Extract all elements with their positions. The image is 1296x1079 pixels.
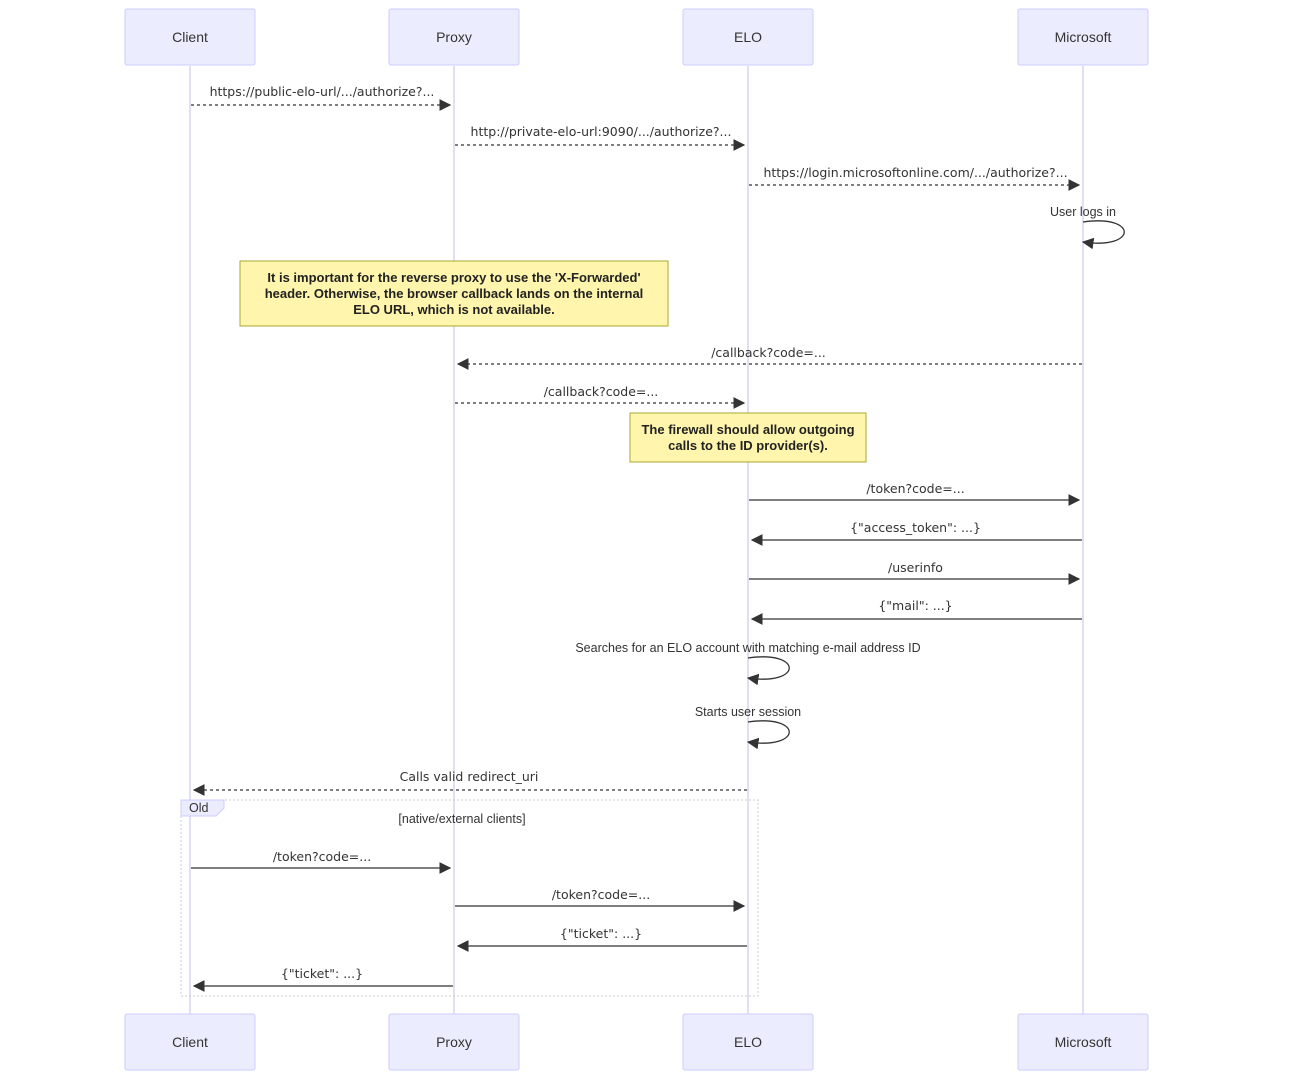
note-line: calls to the ID provider(s). (668, 438, 828, 453)
actor-label: Microsoft (1055, 1034, 1112, 1050)
note-line: The firewall should allow outgoing (641, 422, 854, 437)
message-5: /callback?code=... (456, 345, 1082, 370)
message-label: Searches for an ELO account with matchin… (575, 641, 920, 655)
actor-label: Microsoft (1055, 29, 1112, 45)
message-7: /token?code=... (749, 481, 1081, 506)
message-15: /token?code=... (455, 887, 746, 912)
actor-microsoft-bottom: Microsoft (1017, 1013, 1149, 1071)
message-11: Searches for an ELO account with matchin… (575, 641, 921, 686)
message-label: User logs in (1050, 205, 1116, 219)
message-label: /callback?code=... (544, 384, 659, 399)
message-label: {"ticket": ...} (560, 926, 642, 941)
message-label: Calls valid redirect_uri (400, 769, 539, 784)
message-label: /callback?code=... (711, 345, 826, 360)
message-17: {"ticket": ...} (192, 966, 453, 992)
frame-condition: [native/external clients] (398, 812, 525, 826)
self-arrow (746, 656, 790, 686)
message-label: /token?code=... (552, 887, 650, 902)
self-arrow (746, 720, 790, 750)
message-label: /token?code=... (866, 481, 964, 496)
note-line: It is important for the reverse proxy to… (267, 270, 640, 285)
note-line: ELO URL, which is not available. (353, 302, 555, 317)
message-3: https://login.microsoftonline.com/.../au… (749, 165, 1081, 191)
message-label: https://public-elo-url/.../authorize?... (210, 84, 435, 99)
actor-proxy-bottom: Proxy (388, 1013, 520, 1071)
message-label: /userinfo (888, 560, 943, 575)
note-line: header. Otherwise, the browser callback … (265, 286, 644, 301)
message-12: Starts user session (695, 705, 801, 750)
actor-label: ELO (734, 29, 762, 45)
actor-proxy-top: Proxy (388, 8, 520, 66)
actor-label: Proxy (436, 1034, 472, 1050)
actor-elo-bottom: ELO (682, 1013, 814, 1071)
message-label: https://login.microsoftonline.com/.../au… (763, 165, 1067, 180)
message-label: http://private-elo-url:9090/.../authoriz… (471, 124, 732, 139)
message-2: http://private-elo-url:9090/.../authoriz… (455, 124, 746, 151)
actor-label: Client (172, 1034, 208, 1050)
message-1: https://public-elo-url/.../authorize?... (191, 84, 452, 111)
old-frame: Old [native/external clients] (180, 799, 759, 997)
note-x-forwarded: It is important for the reverse proxy to… (239, 260, 669, 327)
message-4: User logs in (1050, 205, 1125, 250)
actor-elo-top: ELO (682, 8, 814, 66)
message-10: {"mail": ...} (750, 598, 1082, 625)
actor-label: Proxy (436, 29, 472, 45)
message-label: {"mail": ...} (878, 598, 952, 613)
frame-tag-box (180, 799, 225, 817)
message-16: {"ticket": ...} (456, 926, 747, 952)
message-label: {"ticket": ...} (281, 966, 363, 981)
self-arrow (1081, 220, 1125, 250)
message-9: /userinfo (749, 560, 1081, 585)
message-14: /token?code=... (191, 849, 452, 874)
actor-client-top: Client (124, 8, 256, 66)
actor-microsoft-top: Microsoft (1017, 8, 1149, 66)
actor-client-bottom: Client (124, 1013, 256, 1071)
frame-tag-label: Old (189, 801, 209, 815)
message-6: /callback?code=... (455, 384, 746, 409)
message-label: {"access_token": ...} (850, 520, 981, 535)
note-firewall: The firewall should allow outgoing calls… (629, 412, 867, 463)
message-8: {"access_token": ...} (750, 520, 1082, 546)
actor-label: ELO (734, 1034, 762, 1050)
message-label: /token?code=... (273, 849, 371, 864)
message-label: Starts user session (695, 705, 801, 719)
actor-label: Client (172, 29, 208, 45)
message-13: Calls valid redirect_uri (192, 769, 747, 796)
